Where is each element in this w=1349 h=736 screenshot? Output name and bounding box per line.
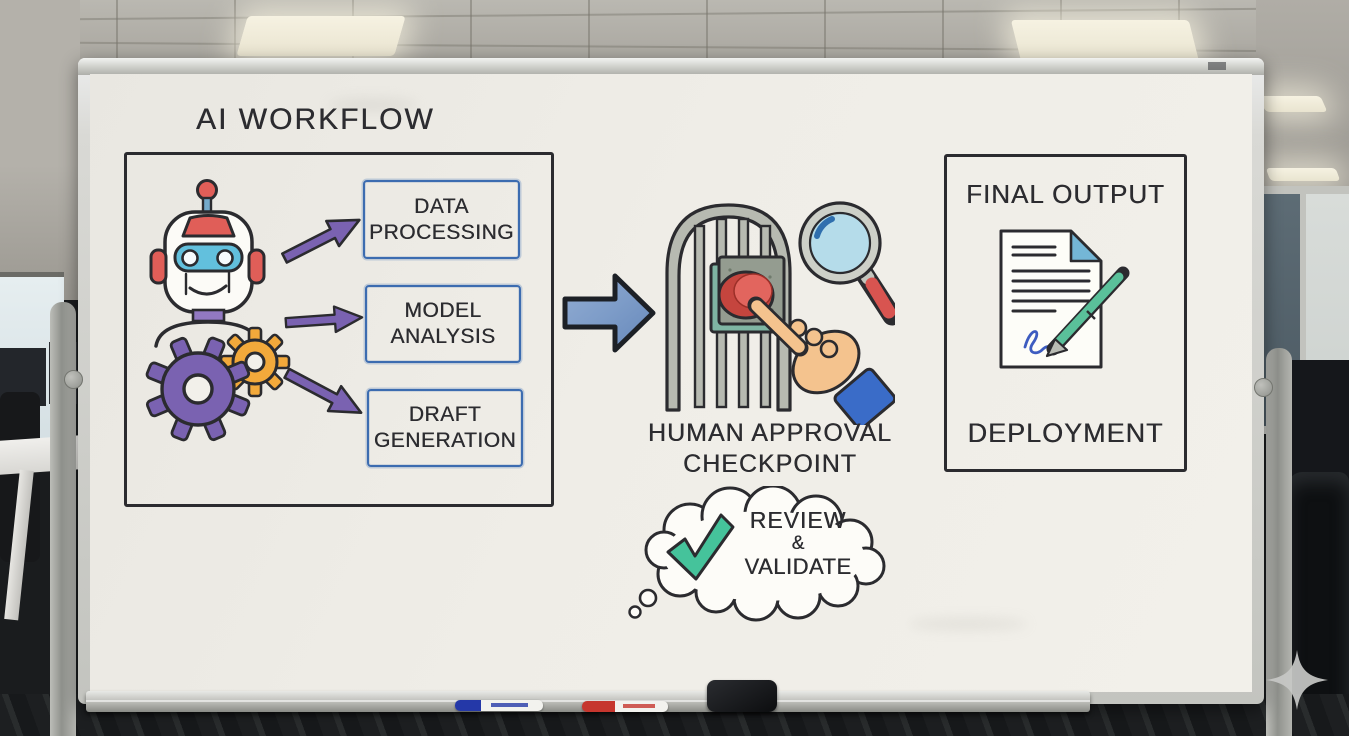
- process-box-label: GENERATION: [373, 429, 517, 452]
- thought-cloud-icon: [628, 486, 886, 622]
- eraser-icon: [707, 680, 777, 712]
- thought-bubble-small: [638, 588, 658, 608]
- final-output-title: FINAL OUTPUT: [966, 179, 1165, 209]
- sparkle-watermark-icon: [1266, 650, 1328, 710]
- stand-pole-left: [50, 302, 76, 736]
- pen-icon: [1045, 266, 1130, 358]
- process-box-data-processing: DATA PROCESSING: [363, 180, 520, 259]
- arrow-right-icon: [281, 218, 361, 264]
- signed-document-icon: [999, 229, 1130, 369]
- checkpoint-label-line1: HUMAN APPROVAL: [647, 419, 893, 447]
- human-approval-checkpoint-art: [665, 201, 895, 425]
- process-box-draft-generation: DRAFT GENERATION: [367, 389, 523, 467]
- ceiling-light-panel: [236, 16, 406, 56]
- magnifying-glass-icon: [798, 201, 895, 326]
- document-text-lines: [1011, 245, 1091, 313]
- process-box-label: MODEL: [404, 299, 482, 322]
- gears-icon: [145, 326, 291, 442]
- folded-corner: [1069, 229, 1103, 263]
- pointing-hand-icon: [747, 296, 895, 425]
- thought-bubble-small: [628, 605, 642, 619]
- thought-cloud-text: REVIEW & VALIDATE: [728, 507, 868, 580]
- smudge: [328, 98, 418, 112]
- thought-line2: &: [791, 533, 805, 554]
- final-output-caption: DEPLOYMENT: [967, 418, 1164, 448]
- process-box-label: DATA: [414, 194, 469, 218]
- process-box-label: PROCESSING: [368, 220, 515, 244]
- stand-pole-right: [1266, 348, 1292, 736]
- final-output-panel: FINAL OUTPUT DEPLOYMENT: [944, 154, 1187, 472]
- ai-stage-container-box: [124, 152, 554, 507]
- diagram-title: AI WORKFLOW: [196, 103, 435, 136]
- big-arrow-right-icon: [562, 273, 656, 353]
- ceiling-light-panel: [1258, 96, 1328, 112]
- arrow-right-icon: [283, 367, 363, 415]
- ceiling-light-panel: [1265, 168, 1341, 181]
- left-ceiling: [0, 0, 80, 300]
- process-box-model-analysis: MODEL ANALYSIS: [365, 285, 521, 363]
- checkpoint-label: HUMAN APPROVAL CHECKPOINT: [638, 418, 902, 480]
- blue-marker-icon: [455, 700, 543, 711]
- whiteboard-frame: [78, 58, 1264, 75]
- process-box-label: ANALYSIS: [390, 325, 496, 348]
- frame-sticker: [1208, 62, 1226, 70]
- process-box-label: DRAFT: [408, 403, 482, 426]
- checkpoint-label-line2: CHECKPOINT: [683, 450, 857, 478]
- thought-line3: VALIDATE: [744, 554, 852, 579]
- ceiling-light-panel: [1010, 20, 1200, 62]
- red-marker-icon: [582, 701, 668, 712]
- thought-line1: REVIEW: [749, 507, 847, 533]
- smudge: [908, 618, 1028, 630]
- arrow-right-icon: [284, 305, 364, 334]
- stand-knob-right: [1254, 378, 1273, 397]
- checkmark-icon: [666, 513, 735, 581]
- background-monitor: [1292, 360, 1349, 488]
- stand-knob-left: [64, 370, 83, 389]
